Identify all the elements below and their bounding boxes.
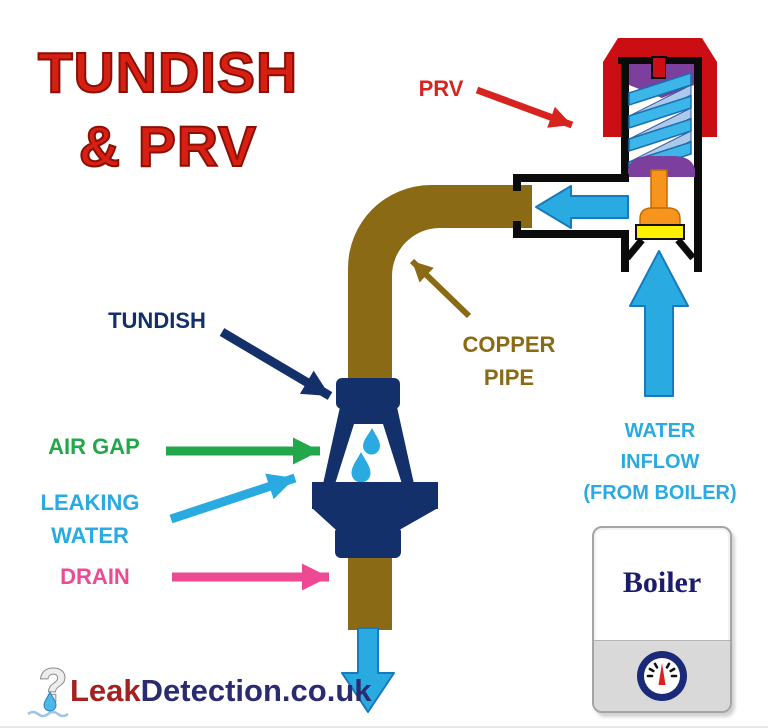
outlet-pipe-top: [513, 174, 629, 182]
slide-bottom-edge: [0, 726, 768, 728]
drain-outflow-arrow: [341, 627, 395, 713]
outlet-flange-top: [513, 174, 521, 191]
air-gap-label: AIR GAP: [48, 434, 140, 459]
valve-throat-left: [624, 237, 645, 261]
site-logo: LeakDetection.co.uk: [70, 673, 372, 709]
prv-pointer-arrow: [475, 86, 574, 129]
valve-plug: [639, 207, 681, 227]
tundish: [312, 378, 438, 558]
outlet-pipe-bottom: [513, 230, 629, 238]
boiler-panel: Boiler: [594, 528, 730, 638]
valve-seal: [635, 224, 685, 240]
page-title-line2: & PRV: [78, 114, 258, 180]
water-drop-icon: [363, 428, 380, 455]
leaking-water-pointer-arrow: [169, 473, 297, 524]
tundish-label: TUNDISH: [108, 308, 206, 333]
gauge-icon: [637, 651, 687, 701]
boiler-gauge-panel: [594, 640, 730, 711]
tundish-lower-cone: [312, 508, 438, 529]
tundish-funnel-interior: [335, 424, 402, 484]
valve-body-right-wall: [694, 57, 702, 272]
boiler-unit: Boiler: [592, 526, 732, 713]
water-inflow-arrow: [629, 250, 689, 397]
tundish-pointer-arrow: [219, 328, 333, 400]
valve-body-left-wall: [621, 57, 629, 179]
water-outflow-arrow: [535, 185, 629, 229]
boiler-label: Boiler: [622, 566, 702, 599]
prv-label: PRV: [418, 76, 464, 101]
copper-pipe-label: COPPER PIPE: [462, 332, 556, 390]
logo-brand-secondary: Detection.co.uk: [140, 673, 372, 708]
water-drop-icon: [351, 452, 371, 483]
leaking-water-label: LEAKING WATER: [40, 490, 140, 548]
page-title-line1: TUNDISH: [37, 40, 299, 106]
tundish-bottom-collar: [335, 526, 401, 558]
valve-stem: [650, 169, 668, 213]
water-drop-icon: [43, 690, 57, 712]
outlet-flange-bottom: [513, 221, 521, 238]
svg-text:?: ?: [39, 659, 67, 711]
tundish-body-bar: [312, 482, 438, 509]
prv-adjuster-screw: [651, 56, 667, 79]
ripple-icon: [27, 710, 69, 718]
spring-retainer-bottom: [628, 156, 695, 177]
gauge-needle: [658, 663, 666, 685]
logo-brand-primary: Leak: [70, 673, 141, 708]
question-mark-icon: ?: [27, 658, 69, 718]
copper-pipe-pointer-arrow: [409, 258, 472, 319]
valve-throat-right: [675, 237, 696, 261]
drain-label: DRAIN: [60, 564, 130, 589]
tundish-top-collar: [336, 378, 400, 409]
prv-valve: [513, 38, 717, 272]
water-inflow-label: WATER INFLOW (FROM BOILER): [583, 420, 737, 504]
page-title: TUNDISH & PRV: [22, 36, 314, 184]
